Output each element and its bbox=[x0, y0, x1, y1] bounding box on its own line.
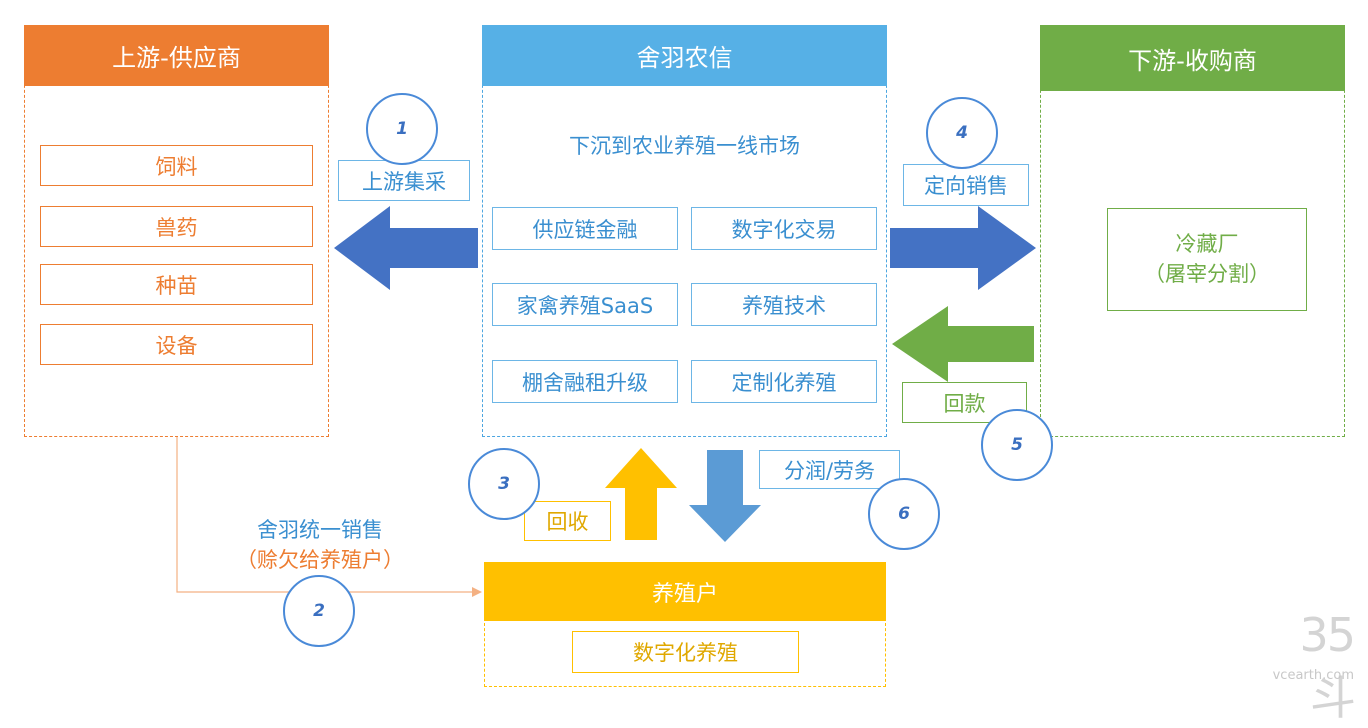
step-4-circle: 4 bbox=[926, 97, 998, 169]
upstream-title: 上游-供应商 bbox=[24, 25, 329, 86]
unified-sales-line2: （赊欠给养殖户） bbox=[236, 548, 404, 573]
cold-storage-label: 冷藏厂 bbox=[1175, 232, 1239, 257]
watermark-logo: 35斗 bbox=[1299, 608, 1356, 725]
arrow-profit-down bbox=[689, 450, 761, 542]
center-title: 舍羽农信 bbox=[482, 25, 887, 86]
arrow-payment-back bbox=[892, 306, 1034, 382]
watermark-site: vcearth.com bbox=[1272, 668, 1354, 683]
service-digital-trading: 数字化交易 bbox=[691, 207, 877, 250]
service-shed-leasing-upgrade: 棚舍融租升级 bbox=[492, 360, 678, 403]
slaughter-label: （屠宰分割） bbox=[1144, 261, 1270, 286]
service-poultry-saas: 家禽养殖SaaS bbox=[492, 283, 678, 326]
service-supply-chain-finance: 供应链金融 bbox=[492, 207, 678, 250]
upstream-item-vet-medicine: 兽药 bbox=[40, 206, 313, 247]
label-recycle: 回收 bbox=[524, 501, 611, 541]
arrow-recycle-up bbox=[605, 448, 677, 540]
center-subtitle: 下沉到农业养殖一线市场 bbox=[569, 134, 800, 158]
upstream-item-equipment: 设备 bbox=[40, 324, 313, 365]
step-1-circle: 1 bbox=[366, 93, 438, 165]
service-custom-farming: 定制化养殖 bbox=[691, 360, 877, 403]
connector-line-sales bbox=[176, 436, 480, 593]
label-payment-back: 回款 bbox=[902, 382, 1027, 423]
arrow-directed-sales bbox=[890, 206, 1036, 290]
step-6-circle: 6 bbox=[868, 478, 940, 550]
step-3-circle: 3 bbox=[468, 448, 540, 520]
label-upstream-purchase: 上游集采 bbox=[338, 160, 470, 201]
step-5-circle: 5 bbox=[981, 409, 1053, 481]
farmer-item-digital-farming: 数字化养殖 bbox=[572, 631, 799, 673]
upstream-item-seedlings: 种苗 bbox=[40, 264, 313, 305]
upstream-item-feed: 饲料 bbox=[40, 145, 313, 186]
downstream-title: 下游-收购商 bbox=[1040, 25, 1345, 91]
service-farming-tech: 养殖技术 bbox=[691, 283, 877, 326]
label-profit-labor: 分润/劳务 bbox=[759, 450, 900, 489]
label-directed-sales: 定向销售 bbox=[903, 164, 1029, 206]
flow-arrows bbox=[176, 206, 1036, 597]
farmer-title: 养殖户 bbox=[484, 562, 886, 621]
unified-sales-line1: 舍羽统一销售 bbox=[257, 518, 383, 542]
connector-arrowhead bbox=[472, 587, 482, 597]
label-unified-sales: 舍羽统一销售 （赊欠给养殖户） bbox=[215, 515, 425, 579]
step-2-circle: 2 bbox=[283, 575, 355, 647]
arrow-upstream-purchase bbox=[334, 206, 478, 290]
downstream-item-cold-storage: 冷藏厂 （屠宰分割） bbox=[1107, 208, 1307, 311]
